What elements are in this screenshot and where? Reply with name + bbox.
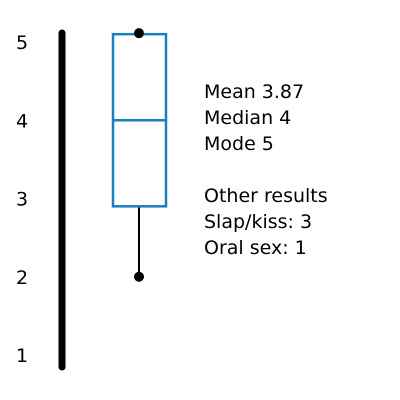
y-tick-label-1: 1 xyxy=(16,345,28,367)
mode-label: Mode 5 xyxy=(204,133,274,155)
max-point xyxy=(134,28,144,39)
mean-label: Mean 3.87 xyxy=(204,81,304,103)
y-tick-label-3: 3 xyxy=(16,189,28,211)
other-results-heading: Other results xyxy=(204,185,328,207)
median-label: Median 4 xyxy=(204,107,291,129)
y-tick-label-2: 2 xyxy=(16,267,28,289)
other-result-oral-sex: Oral sex: 1 xyxy=(204,237,307,259)
other-result-slap-kiss: Slap/kiss: 3 xyxy=(204,211,312,233)
stats-annotation: Mean 3.87 Median 4 Mode 5 Other results … xyxy=(204,81,328,259)
y-tick-label-4: 4 xyxy=(16,110,28,132)
box-plot xyxy=(111,28,168,282)
min-point xyxy=(134,271,144,282)
y-tick-label-5: 5 xyxy=(16,32,28,54)
y-tick-labels: 1 2 3 4 5 xyxy=(16,32,28,367)
